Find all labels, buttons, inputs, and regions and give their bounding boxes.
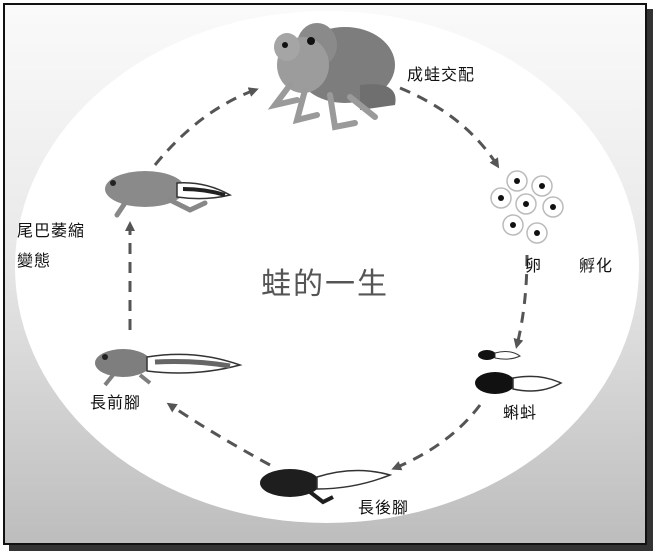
label-metamorphosis: 變態 [17, 247, 51, 271]
label-hatch: 孵化 [579, 252, 613, 276]
diagram-title: 蛙的一生 [261, 259, 389, 303]
label-tail-shrink: 尾巴萎縮 [17, 217, 85, 241]
label-hind-legs: 長後腳 [358, 494, 409, 518]
label-eggs: 卵 [525, 252, 542, 276]
label-mating: 成蛙交配 [407, 61, 475, 85]
frog-life-cycle-diagram: 蛙的一生 成蛙交配 卵 孵化 蝌蚪 長後腳 長前腳 尾巴萎縮 變態 [3, 3, 647, 545]
label-front-legs: 長前腳 [90, 389, 141, 413]
label-tadpole: 蝌蚪 [503, 399, 537, 423]
